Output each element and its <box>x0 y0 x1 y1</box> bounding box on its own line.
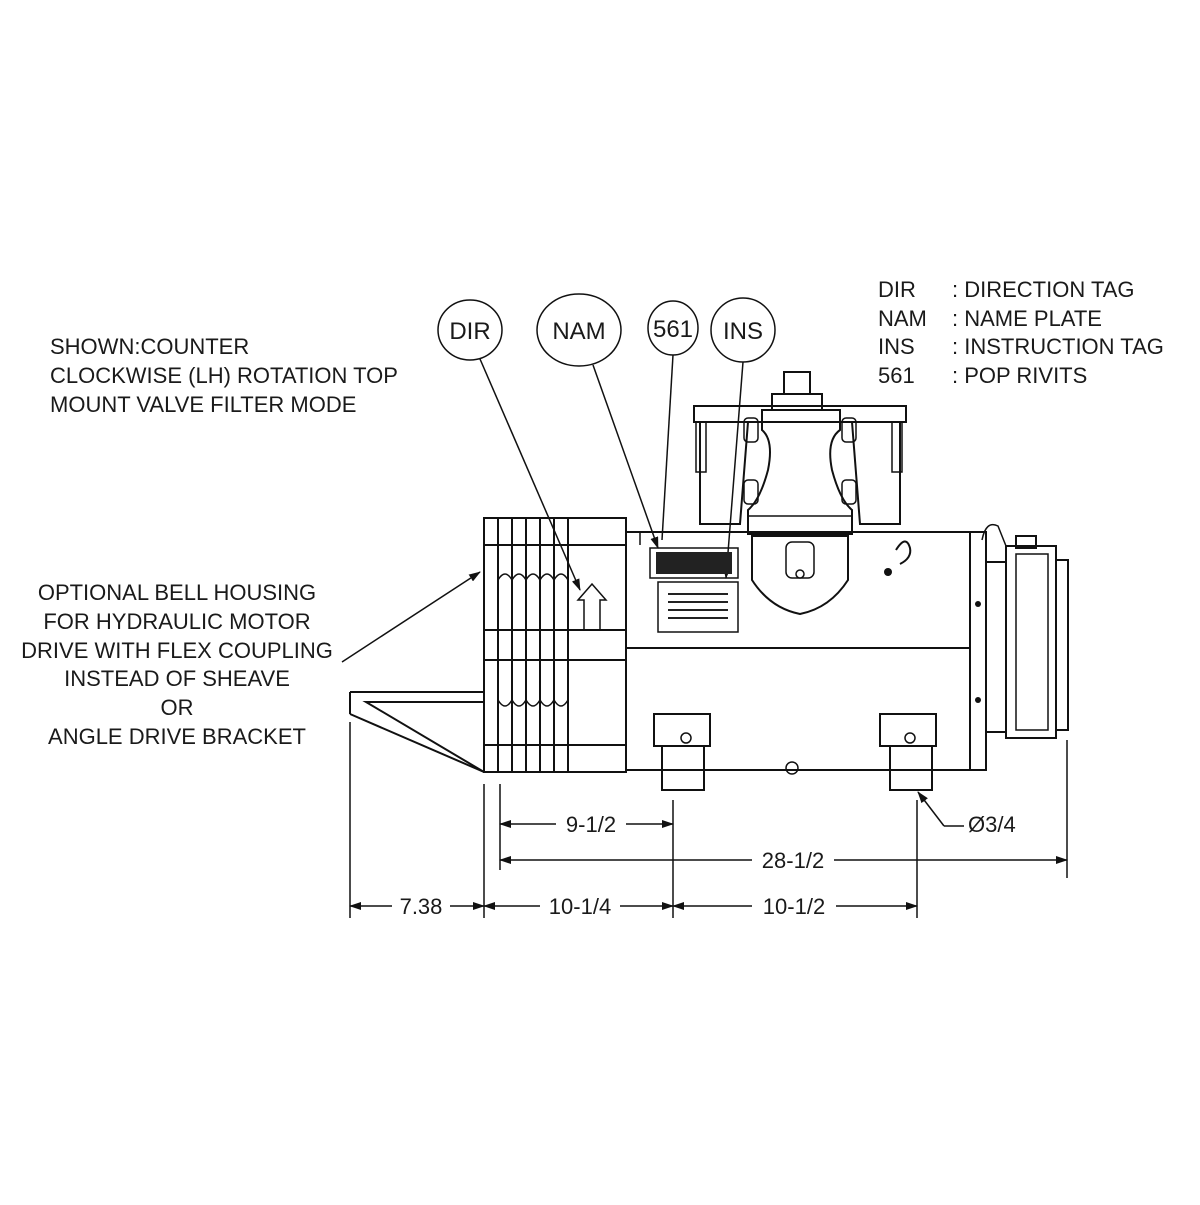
callout-nam-circle <box>536 293 622 367</box>
dim-10-1-4: 10-1/4 <box>549 894 611 919</box>
leader-561 <box>661 354 674 541</box>
note-optional-line-6: ANGLE DRIVE BRACKET <box>48 724 306 749</box>
note-optional-line-5: OR <box>161 695 194 720</box>
direction-arrow-icon <box>576 582 608 631</box>
legend: DIR : DIRECTION TAG NAM : NAME PLATE INS… <box>878 277 1164 388</box>
dim-9-1-2: 9-1/2 <box>566 812 616 837</box>
legend-desc-ins: : INSTRUCTION TAG <box>952 334 1164 359</box>
name-plate-fill <box>656 552 732 574</box>
note-shown-line-2: CLOCKWISE (LH) ROTATION TOP <box>50 363 398 388</box>
dim-28-1-2: 28-1/2 <box>762 848 824 873</box>
leader-ins <box>722 361 744 579</box>
leader-dir <box>479 358 581 591</box>
sheave-pulley <box>483 517 627 773</box>
drain-plug <box>785 761 799 775</box>
lifting-eye <box>895 540 912 565</box>
callout-ins-label: INS <box>723 318 763 345</box>
note-optional-bell-housing: OPTIONAL BELL HOUSING FOR HYDRAULIC MOTO… <box>21 580 333 749</box>
note-shown-line-3: MOUNT VALVE FILTER MODE <box>50 392 356 417</box>
legend-desc-dir: : DIRECTION TAG <box>952 277 1135 302</box>
note-optional-line-4: INSTEAD OF SHEAVE <box>64 666 290 691</box>
dimension-lines: 9-1/2 28-1/2 7.38 10-1/4 10-1/2 Ø3/4 <box>349 722 1068 919</box>
callout-561-label: 561 <box>653 316 693 343</box>
angle-drive-bracket <box>349 691 485 773</box>
dim-7-38: 7.38 <box>400 894 443 919</box>
callout-nam-label: NAM <box>552 318 605 345</box>
callout-dir-label: DIR <box>449 318 490 345</box>
legend-desc-nam: : NAME PLATE <box>952 306 1102 331</box>
legend-code-ins: INS <box>878 334 915 359</box>
note-optional-line-3: DRIVE WITH FLEX COUPLING <box>21 638 333 663</box>
top-valve-filter <box>693 371 907 535</box>
legend-code-561: 561 <box>878 363 915 388</box>
instruction-tag <box>657 581 739 633</box>
legend-code-dir: DIR <box>878 277 916 302</box>
end-cap <box>970 523 1069 771</box>
callout-dir-circle <box>437 299 503 361</box>
note-shown-rotation: SHOWN:COUNTER CLOCKWISE (LH) ROTATION TO… <box>50 334 398 417</box>
callout-leaders <box>479 354 744 591</box>
mounting-foot-left <box>653 713 711 791</box>
dim-10-1-2: 10-1/2 <box>763 894 825 919</box>
note-optional-line-2: FOR HYDRAULIC MOTOR <box>43 609 310 634</box>
leader-optional-arrow <box>341 571 481 663</box>
name-plate <box>649 547 739 579</box>
note-shown-line-1: SHOWN:COUNTER <box>50 334 249 359</box>
compressor-body <box>625 531 971 775</box>
leader-nam <box>592 364 659 549</box>
compressor-assembly <box>349 371 1069 791</box>
mounting-foot-right <box>879 713 937 791</box>
callout-ins: INS <box>710 297 776 363</box>
note-optional-line-1: OPTIONAL BELL HOUSING <box>38 580 316 605</box>
valve-base <box>751 535 849 616</box>
callout-dir: DIR <box>437 299 503 361</box>
legend-code-nam: NAM <box>878 306 927 331</box>
callout-561: 561 <box>647 300 699 356</box>
legend-desc-561: : POP RIVITS <box>952 363 1087 388</box>
callout-nam: NAM <box>536 293 622 367</box>
dim-hole-diameter: Ø3/4 <box>968 812 1016 837</box>
